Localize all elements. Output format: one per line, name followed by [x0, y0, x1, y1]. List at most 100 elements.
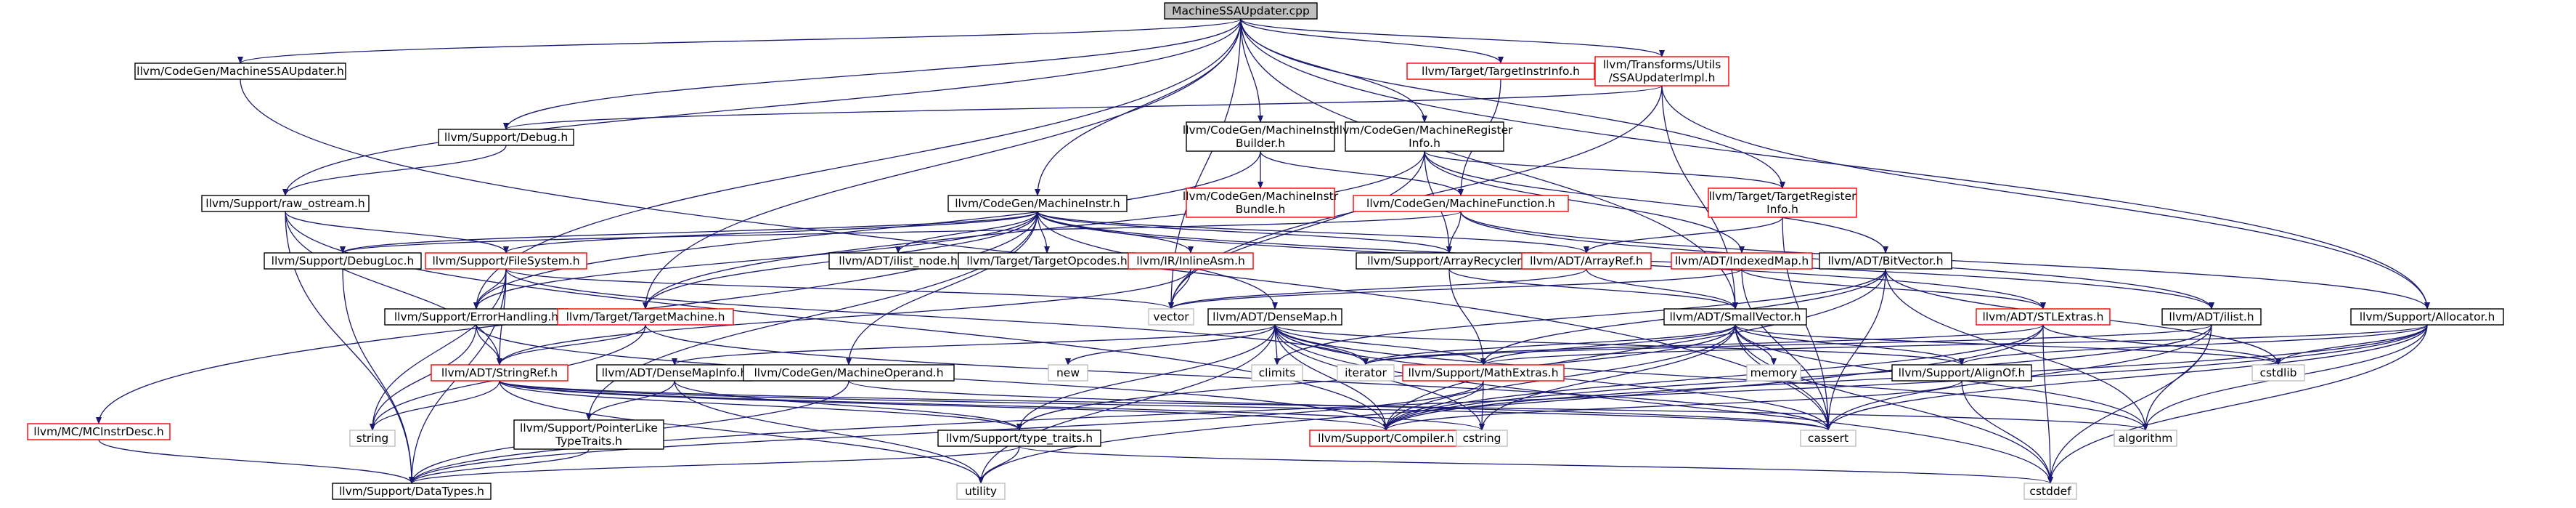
node-climits[interactable]: climits [1251, 364, 1303, 382]
edge-densemap-to-alignof [1274, 324, 1965, 366]
node-iterator[interactable]: iterator [1337, 364, 1395, 382]
edge-allocator-to-mathextras [1480, 324, 2428, 366]
node-label: llvm/ADT/DenseMapInfo.h [602, 366, 748, 379]
node-densemap[interactable]: llvm/ADT/DenseMap.h [1207, 308, 1342, 326]
edge-arrayrecycler-to-mathextras [1448, 268, 1486, 366]
edge-densemapinfo-to-utility [674, 380, 984, 484]
edge-typetraits-to-utility [978, 445, 1020, 484]
edge-densemap-to-typetraits [1016, 324, 1276, 431]
edge-mathextras-to-compiler [1383, 380, 1484, 431]
node-stringref[interactable]: llvm/ADT/StringRef.h [431, 364, 568, 382]
node-label: llvm/Support/ArrayRecycler.h [1367, 254, 1531, 267]
edge-stringref-to-string [370, 380, 500, 431]
node-arrayrecycler[interactable]: llvm/Support/ArrayRecycler.h [1356, 252, 1543, 270]
node-label: llvm/CodeGen/MachineSSAUpdater.h [136, 65, 344, 78]
node-datatypes[interactable]: llvm/Support/DataTypes.h [332, 483, 492, 500]
node-inlineasm[interactable]: llvm/IR/InlineAsm.h [1128, 252, 1254, 270]
node-label: llvm/Support/Compiler.h [1318, 432, 1454, 445]
node-box [1337, 364, 1395, 382]
edge-rawos-to-fs [285, 211, 509, 254]
node-ilist[interactable]: llvm/ADT/ilist.h [2161, 308, 2262, 326]
node-fs[interactable]: llvm/Support/FileSystem.h [425, 252, 587, 270]
node-indexedmap[interactable]: llvm/ADT/IndexedMap.h [1671, 252, 1813, 270]
node-cstdlib[interactable]: cstdlib [2251, 364, 2305, 382]
edge-densemap-to-compiler [1274, 324, 1389, 431]
node-rawos[interactable]: llvm/Support/raw_ostream.h [201, 195, 370, 212]
node-cg_ssa[interactable]: llvm/CodeGen/MachineSSAUpdater.h [134, 63, 346, 80]
node-densemapinfo[interactable]: llvm/ADT/DenseMapInfo.h [596, 364, 753, 382]
node-mcinstrdesc[interactable]: llvm/MC/MCInstrDesc.h [27, 423, 171, 440]
node-box [1671, 252, 1813, 270]
node-label: llvm/Support/MathExtras.h [1408, 366, 1558, 379]
node-label: llvm/ADT/ArrayRef.h [1530, 254, 1643, 267]
node-tm[interactable]: llvm/Target/TargetMachine.h [557, 308, 734, 326]
node-new[interactable]: new [1048, 364, 1088, 382]
node-smallvec[interactable]: llvm/ADT/SmallVector.h [1663, 308, 1807, 326]
edge-indexedmap-to-vector [1168, 268, 1743, 310]
node-debugloc[interactable]: llvm/Support/DebugLoc.h [264, 252, 422, 270]
node-mi[interactable]: llvm/CodeGen/MachineInstr.h [947, 195, 1128, 212]
edge-densemap-to-densemapinfo [672, 324, 1276, 366]
node-ilistnode[interactable]: llvm/ADT/ilist_node.h [828, 252, 968, 270]
edge-arrayref-to-smallvec [1586, 268, 1738, 310]
edge-fs-to-errh [473, 268, 507, 310]
edge-fs-to-vector [505, 268, 1174, 310]
node-typetraits[interactable]: llvm/Support/type_traits.h [937, 430, 1101, 447]
node-label: llvm/IR/InlineAsm.h [1136, 254, 1245, 267]
node-label: llvm/CodeGen/MachineInstr.h [955, 197, 1120, 210]
edge-densemapinfo-to-ptrlike [586, 380, 675, 421]
edge-mib-to-mfunc [1260, 150, 1464, 196]
node-string[interactable]: string [349, 430, 396, 447]
node-label: llvm/Support/PointerLike [520, 422, 658, 435]
node-alignof[interactable]: llvm/Support/AlignOf.h [1891, 364, 2032, 382]
node-label: llvm/Support/raw_ostream.h [205, 197, 364, 211]
node-mfunc[interactable]: llvm/CodeGen/MachineFunction.h [1353, 195, 1569, 212]
edge-stlextras-to-cstddef [2042, 324, 2053, 484]
node-errh[interactable]: llvm/Support/ErrorHandling.h [384, 308, 568, 326]
node-vector[interactable]: vector [1148, 308, 1194, 326]
node-label: llvm/Support/ErrorHandling.h [394, 310, 558, 323]
node-cstddef[interactable]: cstddef [2023, 483, 2077, 500]
node-box [1207, 308, 1342, 326]
node-box [1353, 195, 1569, 212]
node-label: algorithm [2119, 432, 2173, 445]
node-box [1594, 56, 1729, 86]
node-root[interactable]: MachineSSAUpdater.cpp [1164, 2, 1318, 20]
edge-root-to-tii [1240, 18, 1504, 64]
node-tgtops[interactable]: llvm/Target/TargetOpcodes.h [958, 252, 1136, 270]
node-compiler[interactable]: llvm/Support/Compiler.h [1309, 430, 1463, 447]
node-label: llvm/Support/Debug.h [444, 131, 568, 144]
node-arrayref[interactable]: llvm/ADT/ArrayRef.h [1521, 252, 1652, 270]
edge-allocator-to-alignof [1959, 324, 2428, 366]
node-tii[interactable]: llvm/Target/TargetInstrInfo.h [1406, 63, 1595, 80]
edge-bitvector-to-cassert [1825, 268, 1886, 431]
node-bitvector[interactable]: llvm/ADT/BitVector.h [1819, 252, 1952, 270]
node-label: llvm/Support/Allocator.h [2360, 310, 2495, 323]
node-ssaimpl[interactable]: llvm/Transforms/Utils/SSAUpdaterImpl.h [1594, 56, 1729, 86]
edge-arrayrecycler-to-smallvec [1448, 268, 1738, 310]
node-debug[interactable]: llvm/Support/Debug.h [438, 129, 574, 146]
node-cassert[interactable]: cassert [1800, 430, 1856, 447]
node-mathextras[interactable]: llvm/Support/MathExtras.h [1402, 364, 1565, 382]
node-algorithm[interactable]: algorithm [2114, 430, 2177, 447]
node-label: llvm/ADT/IndexedMap.h [1675, 254, 1809, 267]
node-label: llvm/Support/DebugLoc.h [272, 254, 415, 267]
node-allocator[interactable]: llvm/Support/Allocator.h [2350, 308, 2504, 326]
edge-allocator-to-datatypes [409, 324, 2428, 484]
node-cstring[interactable]: cstring [1456, 430, 1508, 447]
node-box [349, 430, 396, 447]
node-mo[interactable]: llvm/CodeGen/MachineOperand.h [743, 364, 955, 382]
node-box [1402, 364, 1565, 382]
node-utility[interactable]: utility [956, 483, 1006, 500]
node-box [201, 195, 370, 212]
edge-ptrlike-to-datatypes [409, 448, 590, 484]
node-memory[interactable]: memory [1746, 364, 1801, 382]
node-stlextras[interactable]: llvm/ADT/STLExtras.h [1976, 308, 2111, 326]
node-label: llvm/ADT/ilist_node.h [839, 254, 958, 268]
edge-smallvec-to-alignof [1735, 324, 1965, 366]
